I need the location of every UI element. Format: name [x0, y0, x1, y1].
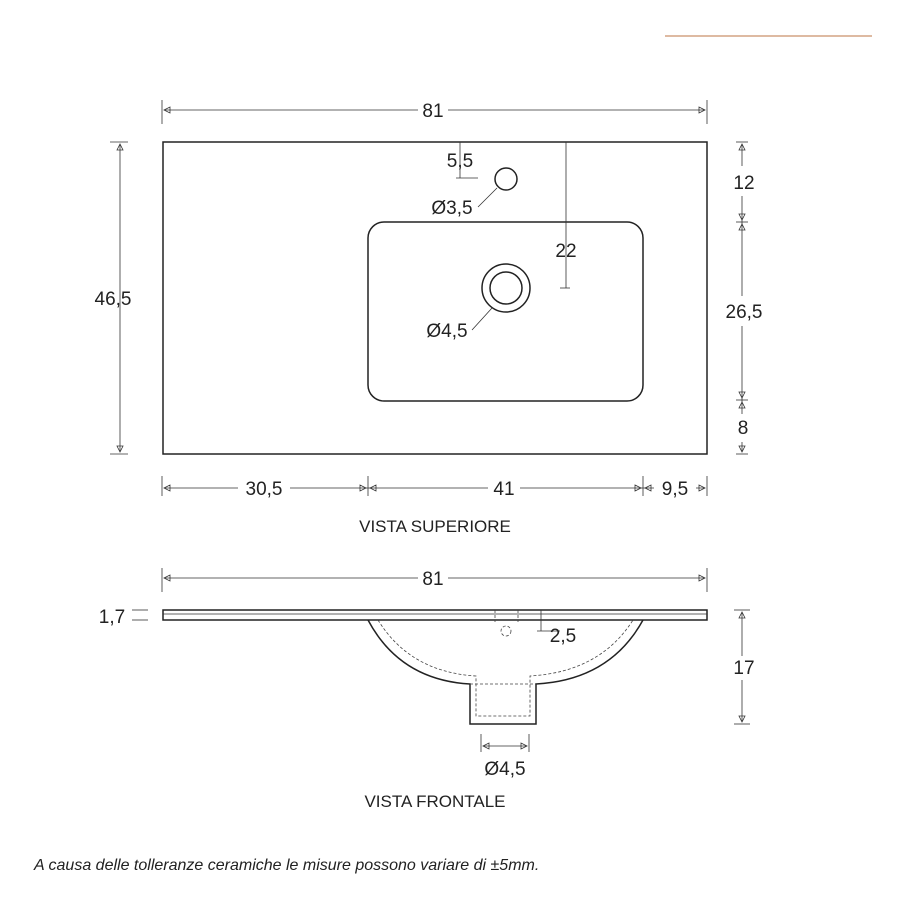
right-mid-label: 26,5 — [726, 302, 763, 323]
bottom-mid-label: 41 — [493, 479, 514, 500]
top-view: 81 5,5 Ø3,5 22 Ø4,5 — [95, 100, 770, 536]
top-width-label: 81 — [422, 101, 443, 122]
top-outline — [162, 141, 708, 455]
thickness-label: 1,7 — [99, 607, 125, 628]
tap-hole-label: Ø3,5 — [431, 198, 472, 219]
tolerance-note: A causa delle tolleranze ceramiche le mi… — [33, 857, 539, 874]
thickness-dimension: 1,7 — [99, 607, 148, 628]
front-width-dimension: 81 — [161, 568, 708, 592]
bottom-right-label: 9,5 — [662, 479, 688, 500]
right-dimensions: 12 26,5 8 — [720, 141, 770, 455]
drain-width-label: Ø4,5 — [484, 759, 525, 780]
drain-depth-label: 22 — [555, 241, 576, 262]
tap-offset-label: 5,5 — [447, 151, 473, 172]
bowl-inner-dashed — [377, 619, 634, 717]
slab-outline — [162, 609, 708, 621]
right-top-label: 12 — [733, 173, 754, 194]
height-dimension: 17 — [730, 609, 758, 725]
drain-depth-dimension: 22 — [555, 142, 577, 289]
depth-dimension: 46,5 — [95, 141, 132, 455]
tap-hole — [494, 167, 518, 191]
front-view: 81 2,5 1,7 17 — [99, 568, 758, 811]
overflow-hole — [500, 625, 512, 637]
tap-offset-dimension: 5,5 — [447, 142, 478, 179]
drain-inner — [489, 271, 523, 305]
right-bottom-label: 8 — [738, 418, 749, 439]
overflow-dimension: 2,5 — [537, 610, 576, 647]
drain-callout: Ø4,5 — [426, 307, 493, 342]
bottom-dimensions: 30,5 41 9,5 — [161, 476, 708, 500]
tap-hole-callout: Ø3,5 — [431, 187, 498, 219]
bottom-left-label: 30,5 — [246, 479, 283, 500]
depth-label: 46,5 — [95, 289, 132, 310]
basin-outline — [367, 221, 644, 402]
top-view-title: VISTA SUPERIORE — [359, 517, 511, 536]
height-label: 17 — [733, 658, 754, 679]
drain-label: Ø4,5 — [426, 321, 467, 342]
front-view-title: VISTA FRONTALE — [364, 792, 505, 811]
top-width-dimension: 81 — [161, 100, 708, 124]
bowl-outline — [367, 619, 644, 725]
front-width-label: 81 — [422, 569, 443, 590]
drain-width-dimension: Ø4,5 — [480, 734, 530, 780]
drain-outer — [481, 263, 531, 313]
overflow-label: 2,5 — [550, 626, 576, 647]
